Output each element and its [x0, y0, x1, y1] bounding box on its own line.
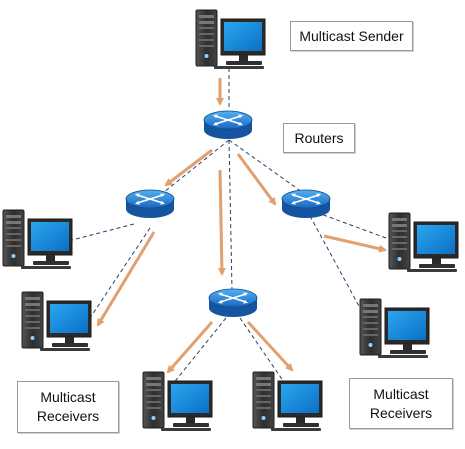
- multicast-receivers-left-label: Multicast Receivers: [17, 381, 119, 433]
- arrow-router3-pc-right: [323, 234, 387, 253]
- arrow-router1-router2: [164, 148, 213, 187]
- computer-icon: [195, 9, 266, 70]
- arrow-router1-router3: [236, 153, 277, 206]
- arrow-router2-pc-left-lower: [96, 231, 156, 327]
- link-router2-pc-left-lower: [81, 227, 151, 331]
- multicast-sender-text: Multicast Sender: [299, 27, 404, 44]
- multicast-receivers-right-label: Multicast Receivers: [349, 378, 453, 429]
- link-router4-pc-bottom-left: [171, 317, 227, 386]
- computer-icon: [252, 371, 323, 432]
- multicast-sender-label: Multicast Sender: [290, 21, 413, 51]
- link-router1-router4: [228, 139, 233, 291]
- routers-text: Routers: [294, 129, 344, 146]
- arrow-router4-pc-bottom-right: [246, 320, 294, 372]
- computer-icon: [21, 291, 92, 352]
- link-router2-pc-left: [71, 223, 135, 241]
- computer-icon: [2, 209, 73, 270]
- computer-icon: [388, 212, 459, 273]
- router-icon: [281, 189, 331, 219]
- router-icon: [203, 110, 253, 140]
- multicast-flow-arrows: [96, 78, 387, 374]
- computer-icon: [142, 371, 213, 432]
- receivers-right-line2: Receivers: [369, 404, 433, 421]
- router-icon: [125, 189, 175, 219]
- router-icon: [208, 288, 258, 318]
- computer-icon: [359, 298, 430, 359]
- routers-label: Routers: [283, 123, 355, 153]
- arrow-router1-router4: [217, 169, 226, 276]
- link-router1-router3: [228, 139, 303, 193]
- receivers-right-line1: Multicast: [373, 385, 429, 402]
- receivers-left-line2: Receivers: [36, 408, 100, 424]
- network-links: [71, 68, 387, 386]
- receivers-left-line1: Multicast: [40, 389, 96, 405]
- arrow-router4-pc-bottom-left: [166, 321, 214, 374]
